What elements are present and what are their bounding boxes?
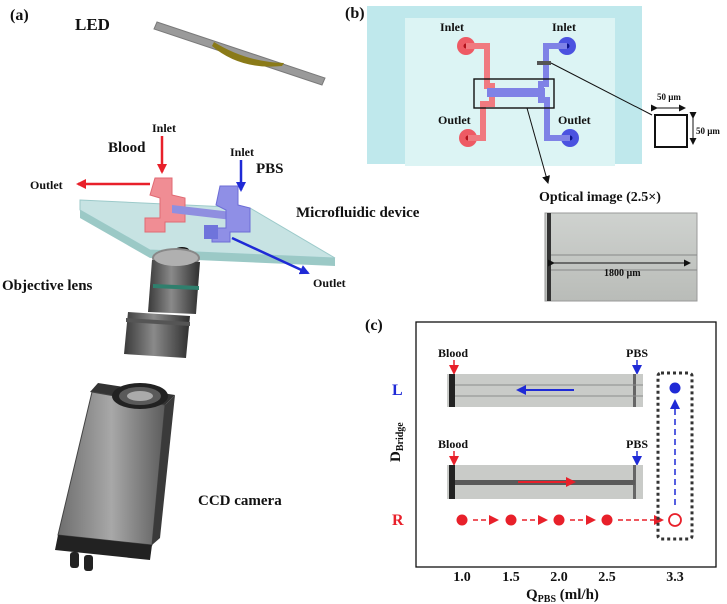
led-label: LED [75, 15, 110, 34]
microfluidic-device-3d [79, 177, 336, 266]
tick-4: 2.5 [598, 570, 616, 585]
a-inlet-left: Inlet [152, 121, 176, 135]
xlabel-unit: (ml/h) [556, 587, 599, 603]
panel-b-tag: (b) [345, 5, 365, 22]
panel-a-tag: (a) [10, 7, 29, 24]
objective-lens-illustration [124, 247, 200, 358]
r-series [456, 513, 682, 527]
a-pbs-outlet-arrow [231, 236, 310, 275]
b-inlet-right: Inlet [552, 20, 576, 34]
point-r-1.5 [505, 514, 517, 526]
c-pbs-top: PBS [626, 346, 648, 360]
point-r-1.0 [456, 514, 468, 526]
b-outlet-right: Outlet [558, 113, 591, 127]
point-r-2.5 [601, 514, 613, 526]
cross-section-leader [550, 62, 653, 116]
width-1800-label: 1800 µm [604, 268, 641, 279]
a-inlet-right: Inlet [230, 145, 254, 159]
led-illustration [153, 21, 326, 86]
level-R-label: R [392, 512, 404, 529]
xlabel: QPBS (ml/h) [526, 587, 599, 604]
dim-width-label: 50 µm [657, 92, 681, 102]
tick-2: 1.5 [502, 570, 520, 585]
point-l-3.3 [669, 382, 681, 394]
ylabel-main: D [388, 451, 404, 462]
optical-leader [526, 107, 550, 184]
a-blood-label: Blood [108, 140, 146, 156]
dim-height-label: 50 µm [696, 126, 720, 136]
panel-c-frame [415, 321, 717, 568]
ccd-label: CCD camera [198, 493, 282, 509]
tick-1: 1.0 [453, 570, 471, 585]
optical-label: Optical image (2.5×) [539, 190, 661, 205]
a-outlet-left: Outlet [30, 178, 63, 192]
xlabel-main: Q [526, 587, 538, 603]
cross-section-square [654, 114, 688, 148]
microfluidic-label: Microfluidic device [296, 205, 420, 221]
b-outlet-left: Outlet [438, 113, 471, 127]
c-blood-bottom: Blood [438, 437, 468, 451]
transition-box [656, 371, 694, 541]
level-L-label: L [392, 382, 403, 399]
c-pbs-bottom: PBS [626, 437, 648, 451]
x-ticks: 1.0 1.5 2.0 2.5 3.3 [453, 570, 684, 585]
xlabel-sub: PBS [538, 594, 557, 604]
optical-image [544, 212, 698, 302]
tick-5: 3.3 [666, 570, 684, 585]
point-r-2.0 [553, 514, 565, 526]
a-outlet-right: Outlet [313, 276, 346, 290]
ylabel-sub: Bridge [395, 422, 406, 451]
c-blood-top: Blood [438, 346, 468, 360]
microfluidic-chip-photo [367, 6, 642, 166]
tick-3: 2.0 [550, 570, 568, 585]
b-inlet-left: Inlet [440, 20, 464, 34]
objective-label: Objective lens [2, 278, 93, 294]
panel-c-tag: (c) [365, 317, 383, 334]
point-r-3.3-open [668, 513, 682, 527]
ccd-camera-illustration [55, 383, 175, 571]
ylabel: DBridge [388, 422, 406, 462]
a-pbs-label: PBS [256, 161, 284, 177]
